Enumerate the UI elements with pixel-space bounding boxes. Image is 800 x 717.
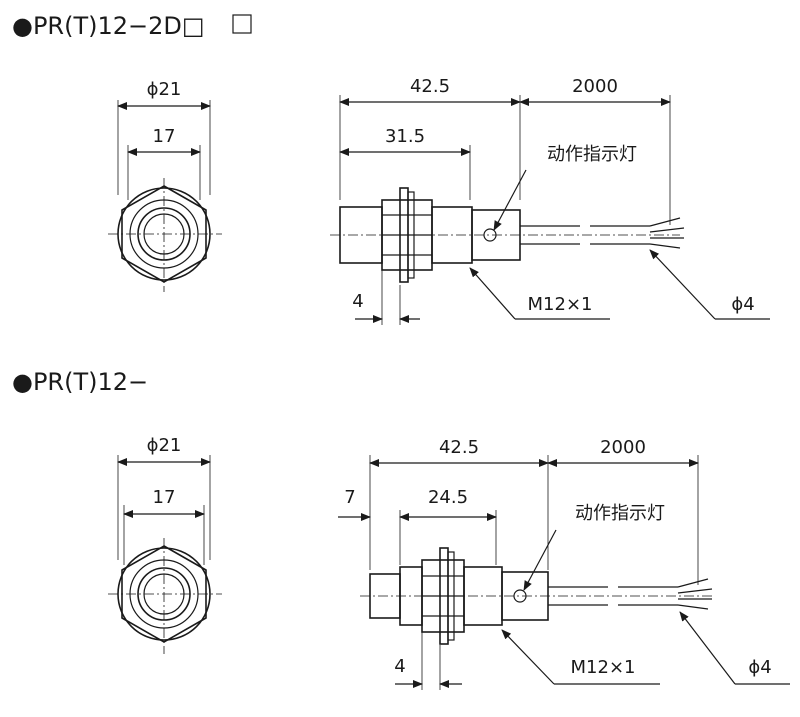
side-view-2: 42.5 2000 7 24.5 <box>338 437 790 690</box>
thread-label-2: M12×1 <box>571 657 636 678</box>
front-outer-diameter-2: ϕ21 <box>147 435 182 456</box>
front-outer-diameter: ϕ21 <box>147 79 182 100</box>
front-view-1: ϕ21 17 <box>108 79 222 292</box>
side-view-1: 42.5 2000 31.5 动作指示灯 <box>330 76 770 325</box>
nut-width: 4 <box>352 291 363 312</box>
cable-diameter-2: ϕ4 <box>748 657 771 678</box>
head-length: 7 <box>344 487 355 508</box>
total-length: 42.5 <box>410 76 450 97</box>
body-length-2: 24.5 <box>428 487 468 508</box>
cable-length: 2000 <box>572 76 618 97</box>
front-view-2: ϕ21 17 <box>108 435 222 654</box>
body-length: 31.5 <box>385 126 425 147</box>
diagram-1: ●PR(T)12−2D□ ϕ21 17 42 <box>12 12 770 325</box>
indicator-label: 动作指示灯 <box>547 144 637 165</box>
front-inner-width-2: 17 <box>153 487 176 508</box>
front-inner-width: 17 <box>153 126 176 147</box>
title-box-icon <box>232 14 252 34</box>
diagram-2-title: ●PR(T)12− <box>12 368 148 396</box>
total-length-2: 42.5 <box>439 437 479 458</box>
thread-label: M12×1 <box>528 294 593 315</box>
cable-diameter: ϕ4 <box>731 294 754 315</box>
diagram-1-title: ●PR(T)12−2D□ <box>12 12 205 40</box>
indicator-label-2: 动作指示灯 <box>575 503 665 524</box>
nut-width-2: 4 <box>394 656 405 677</box>
cable-length-2: 2000 <box>600 437 646 458</box>
diagram-2: ●PR(T)12− ϕ21 17 42.5 <box>12 368 790 690</box>
